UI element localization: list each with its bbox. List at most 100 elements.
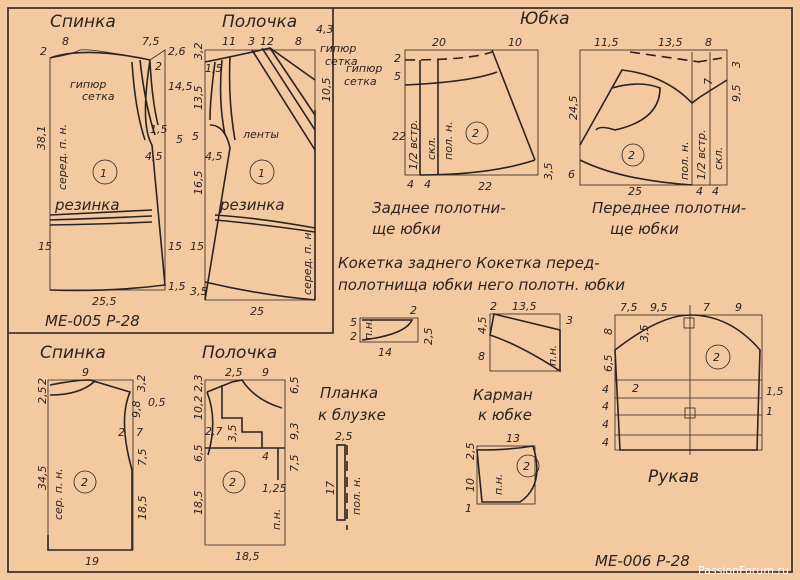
pattern-outline — [489, 313, 561, 373]
label-mesh: сетка — [325, 55, 358, 68]
dimension-label: 3,2 — [135, 375, 148, 393]
dimension-label: 18,5 — [235, 550, 260, 563]
dimension-label: 1,5 — [205, 62, 223, 75]
dimension-label: 2 — [410, 304, 417, 317]
dimension-label: 2 — [81, 476, 88, 489]
dimension-label: 6,5 — [288, 377, 301, 395]
piece-number-circle — [92, 159, 118, 185]
dimension-label: пол. н. — [442, 121, 455, 160]
dimension-label: 2 — [394, 52, 401, 65]
dimension-label: Карман — [473, 386, 533, 404]
dimension-label: п.н. — [546, 345, 559, 366]
pattern-outline — [49, 209, 153, 226]
pattern-outline — [614, 314, 761, 451]
dimension-label: 8 — [705, 36, 712, 49]
dimension-label: 18,5 — [136, 496, 149, 521]
piece-number-circle — [621, 143, 645, 167]
dimension-label: 13,5 — [658, 36, 683, 49]
skirt-front-panel: 2 пол. н. 1/2 встр. скл. 11,5 13,5 8 24,… — [567, 36, 746, 238]
dimension-label: 7,5 — [136, 449, 149, 467]
pattern-outline — [131, 59, 159, 141]
dimension-label: 9 — [82, 366, 89, 379]
pattern-outline — [683, 317, 695, 329]
dimension-label: 38,1 — [35, 126, 48, 151]
dimension-label: 3,5 — [190, 285, 208, 298]
pattern-outline — [579, 49, 728, 186]
dimension-label: скл. — [425, 137, 438, 160]
dimension-label: 14,5 — [168, 80, 193, 93]
dimension-label: к блузке — [318, 406, 386, 424]
dimension-label: 4 — [602, 418, 609, 431]
piece-number-circle — [73, 470, 97, 494]
dimension-label: 17 — [324, 481, 337, 495]
dimension-label: 2,5 — [335, 430, 353, 443]
dimension-label: 34,5 — [36, 466, 49, 491]
dimension-label: 1/2 встр. — [407, 119, 420, 170]
yokes-caption-2: полотнища юбки него полотн. юбки — [338, 276, 625, 294]
dimension-label: 25 — [250, 305, 264, 318]
dimension-label: 11,5 — [594, 36, 619, 49]
dimension-label: 8 — [478, 350, 485, 363]
dimension-label: 1 — [766, 405, 773, 418]
dimension-label: 3,5 — [638, 325, 651, 343]
dimension-label: 4,5 — [205, 150, 223, 163]
dimension-label: сер. п. н. — [52, 468, 65, 520]
dimension-label: к юбке — [478, 406, 532, 424]
dimension-label: п.н. — [492, 474, 505, 495]
label-guipure: гипюр — [70, 78, 106, 91]
dimension-label: 10,5 — [320, 78, 333, 103]
pattern-outline — [476, 445, 538, 503]
dimension-label: 22 — [392, 130, 406, 143]
dimension-label: 3,5 — [226, 425, 239, 443]
dimension-label: 10,2 — [192, 396, 205, 421]
dimension-label: 6 — [568, 168, 575, 181]
piece-number-circle — [222, 470, 246, 494]
dimension-label: 4 — [424, 178, 431, 191]
dimension-label: 3 — [566, 314, 573, 327]
dimension-label: 2 — [523, 460, 530, 473]
dimension-label: 2,5 — [225, 366, 243, 379]
dimension-label: 11 — [222, 35, 236, 48]
set1-front-title: Полочка — [222, 12, 297, 32]
dimension-label: 1/2 встр. — [695, 129, 708, 180]
dimension-label: ще юбки — [372, 220, 441, 238]
dimension-label: 5 — [176, 133, 183, 146]
label-elastic: резинка — [219, 196, 285, 214]
dimension-label: 13 — [506, 432, 520, 445]
label-center-fold: серед. п. н. — [56, 124, 69, 190]
dimension-label: 15 — [38, 240, 52, 253]
dimension-label: 22 — [478, 180, 492, 193]
dimension-label: 4 — [602, 436, 609, 449]
dimension-label: 1,25 — [262, 482, 287, 495]
dimension-label: 3,2 — [192, 43, 205, 61]
dimension-label: 6,5 — [602, 355, 615, 373]
dimension-label: 4 — [602, 400, 609, 413]
dimension-label: 16,5 — [192, 171, 205, 196]
pattern-outline — [404, 51, 493, 61]
pattern-outline — [214, 214, 316, 233]
pattern-outline — [359, 317, 419, 343]
pattern-outline — [691, 52, 711, 185]
piece-number-circle — [465, 121, 489, 145]
label-elastic: резинка — [54, 196, 120, 214]
dimension-label: 8 — [602, 328, 615, 335]
dimension-label: 1 — [465, 502, 472, 515]
dimension-label: 2 — [472, 127, 479, 140]
dimension-label: 8 — [295, 35, 302, 48]
dimension-label: 9,5 — [730, 85, 743, 103]
dimension-label: 7,5 — [620, 301, 638, 314]
dimension-label: 2,3 — [192, 375, 205, 393]
dimension-label: 2 — [118, 426, 125, 439]
sleeve: 2 7,5 9,5 7 9 3,5 8 6,5 4 4 4 4 2 1,5 1 … — [602, 301, 784, 487]
label-guipure: гипюр — [320, 42, 356, 55]
dimension-label: 18,5 — [192, 491, 205, 516]
set1-back-bodice: Спинка 1 гипюр сетка резинка серед. п. н… — [35, 12, 193, 308]
pattern-outline — [336, 444, 346, 521]
dimension-label: 2,6 — [168, 45, 186, 58]
pattern-outline — [615, 305, 762, 455]
dimension-label: 2 — [350, 330, 357, 343]
dimension-label: 5 — [350, 316, 357, 329]
dimension-label: 2 — [155, 60, 162, 73]
set1-front-bodice: Полочка 1 ленты резинка гипюр сетка сере… — [190, 12, 358, 318]
